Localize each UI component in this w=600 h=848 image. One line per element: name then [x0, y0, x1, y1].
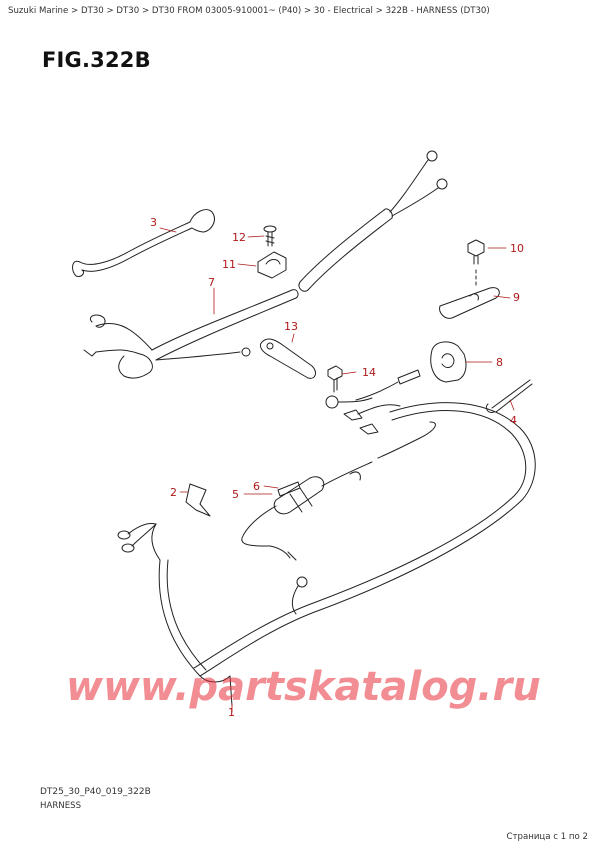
part-5-fuse-holder[interactable]: [241, 421, 436, 561]
callout-7[interactable]: 7: [208, 276, 215, 289]
left-connectors[interactable]: [117, 523, 161, 561]
part-9-plate[interactable]: [439, 287, 500, 319]
part-2-clip[interactable]: [185, 483, 211, 517]
callout-14[interactable]: 14: [362, 366, 376, 379]
callout-labels: 3 12 11 7 13 14 10 9 8 4 6 5 2 1: [150, 216, 524, 719]
callout-5[interactable]: 5: [232, 488, 239, 501]
callout-3[interactable]: 3: [150, 216, 157, 229]
figure-title: FIG.322B: [42, 48, 151, 72]
part-14-bolt[interactable]: [327, 365, 343, 393]
callout-8[interactable]: 8: [496, 356, 503, 369]
callout-13[interactable]: 13: [284, 320, 298, 333]
part-11-clamp[interactable]: [257, 251, 287, 279]
leader-lines: [159, 227, 515, 713]
callout-6[interactable]: 6: [253, 480, 260, 493]
part-12-screw[interactable]: [263, 225, 277, 247]
drawing-code: DT25_30_P40_019_322B: [40, 787, 151, 797]
callout-2[interactable]: 2: [170, 486, 177, 499]
callout-1[interactable]: 1: [228, 706, 235, 719]
callout-12[interactable]: 12: [232, 231, 246, 244]
part-10-bolt[interactable]: [467, 239, 485, 287]
callout-4[interactable]: 4: [510, 414, 517, 427]
breadcrumb[interactable]: Suzuki Marine > DT30 > DT30 > DT30 FROM …: [8, 6, 490, 16]
part-8-grommet[interactable]: [430, 341, 467, 383]
part-6-fuse[interactable]: [277, 481, 301, 497]
callout-11[interactable]: 11: [222, 258, 236, 271]
part-13-clamp-strip[interactable]: [259, 338, 316, 379]
pager: Страница с 1 по 2: [506, 832, 588, 842]
part-1-main-harness[interactable]: [158, 402, 536, 707]
callout-10[interactable]: 10: [510, 242, 524, 255]
part-3-battery-cable[interactable]: [72, 209, 215, 277]
callout-9[interactable]: 9: [513, 291, 520, 304]
connector-leads[interactable]: [325, 369, 421, 435]
upper-harness-tube[interactable]: [298, 150, 448, 292]
part-7-harness-tube[interactable]: [83, 289, 299, 379]
harness-eyelet[interactable]: [291, 576, 308, 615]
part-4-terminal[interactable]: [485, 379, 533, 413]
drawing-name: HARNESS: [40, 801, 82, 811]
watermark: www.partskatalog.ru: [66, 664, 541, 710]
